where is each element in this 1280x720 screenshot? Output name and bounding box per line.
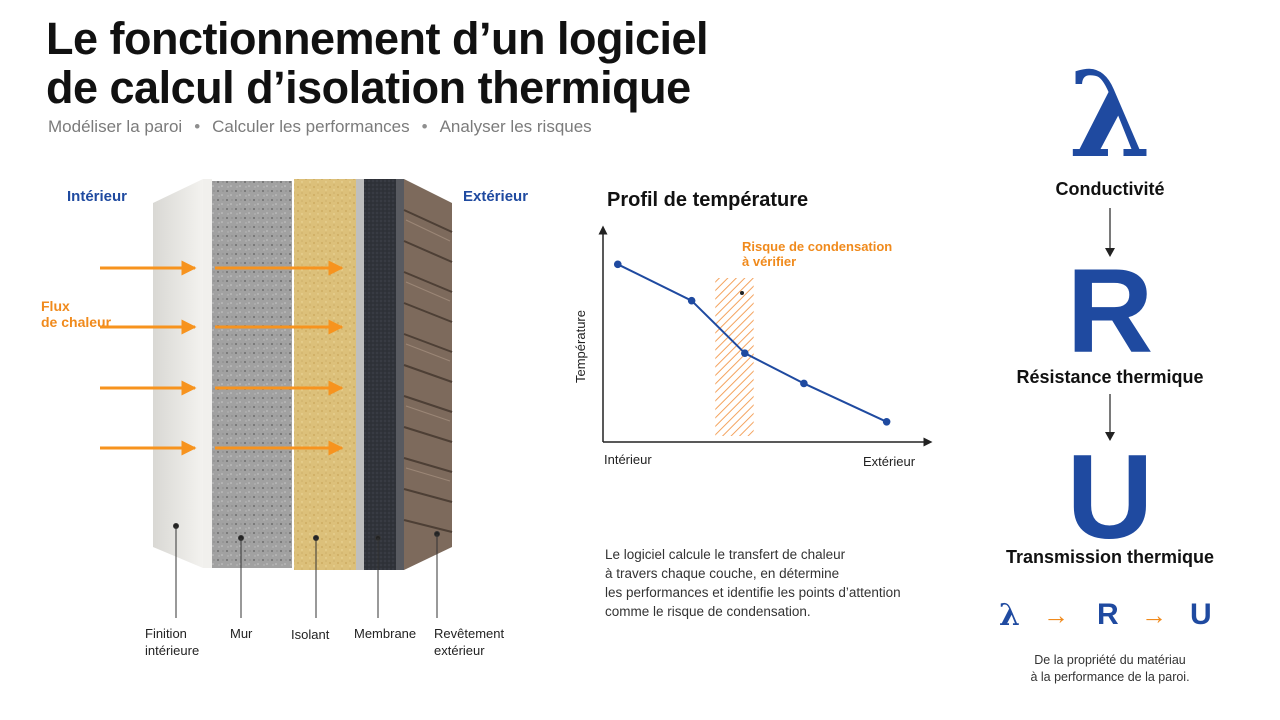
lambda-symbol: λ — [1068, 45, 1152, 184]
heat-flow-label: Flux de chaleur — [41, 298, 111, 330]
title-line-1: Le fonctionnement d’un logiciel — [46, 13, 709, 64]
temperature-data-point — [741, 349, 749, 357]
y-axis-label: Température — [573, 310, 588, 383]
layer-exterior-cladding — [403, 179, 453, 570]
heat-flow-arrows — [100, 260, 344, 456]
property-chain: λ → R → U — [997, 598, 1227, 638]
conductivity-label: Conductivité — [1055, 179, 1165, 199]
page-title: Le fonctionnement d’un logiciel de calcu… — [46, 13, 709, 113]
chain-lambda: λ — [999, 598, 1021, 633]
u-symbol: U — [1066, 430, 1154, 564]
condensation-risk-note: Risque de condensation à vérifier — [742, 239, 893, 269]
label-insulation: Isolant — [291, 627, 330, 642]
steps-subtitle: Modéliser la paroi • Calculer les performa… — [48, 117, 592, 137]
thermal-transmittance-label: Transmission thermique — [1005, 547, 1215, 567]
arrow-right-icon: → — [1141, 600, 1167, 630]
title-line-2: de calcul d’isolation thermique — [46, 62, 691, 113]
chain-r: R — [1097, 598, 1119, 631]
heat-flow-label-line-2: de chaleur — [41, 314, 112, 330]
wall-section-diagram — [100, 179, 453, 618]
interior-label: Intérieur — [67, 188, 128, 205]
x-axis-start-label: Intérieur — [604, 452, 652, 467]
label-exterior-cladding: Revêtement extérieur — [434, 626, 505, 658]
layer-insulation — [294, 179, 356, 570]
step-analyze: Analyser les risques — [439, 117, 592, 136]
arrow-right-icon: → — [1043, 600, 1069, 630]
label-interior-finish: Finition intérieure — [145, 626, 200, 658]
temperature-data-point — [882, 418, 891, 426]
arrow-down-icon — [1105, 394, 1115, 441]
description-text: Le logiciel calcule le transfert de chal… — [605, 547, 901, 619]
property-chain-note: De la propriété du matériau à la perform… — [1030, 653, 1190, 684]
chart-title: Profil de température — [607, 189, 809, 211]
layer-membrane — [356, 179, 404, 570]
chain-u: U — [1190, 598, 1212, 631]
temperature-data-point — [687, 296, 696, 305]
layer-leader-lines — [173, 523, 440, 618]
r-symbol: R — [1066, 244, 1154, 378]
temperature-data-point — [613, 260, 622, 269]
separator-dot: • — [421, 117, 428, 136]
condensation-pointer-dot — [740, 291, 744, 295]
x-axis-end-label: Extérieur — [863, 454, 916, 469]
heat-flow-label-line-1: Flux — [41, 298, 70, 314]
temperature-data-point — [800, 379, 808, 388]
label-masonry-wall: Mur — [230, 626, 253, 641]
condensation-risk-band — [715, 278, 754, 436]
exterior-label: Extérieur — [463, 188, 529, 205]
separator-dot: • — [194, 117, 201, 136]
step-calculate: Calculer les performances — [212, 117, 410, 136]
arrow-down-icon — [1105, 208, 1115, 257]
label-membrane: Membrane — [354, 626, 417, 641]
thermal-resistance-label: Résistance thermique — [1016, 367, 1204, 387]
step-model: Modéliser la paroi — [48, 117, 183, 136]
layer-masonry-wall — [212, 181, 292, 568]
temperature-profile-chart — [598, 225, 933, 447]
layer-interior-finish — [153, 179, 212, 568]
